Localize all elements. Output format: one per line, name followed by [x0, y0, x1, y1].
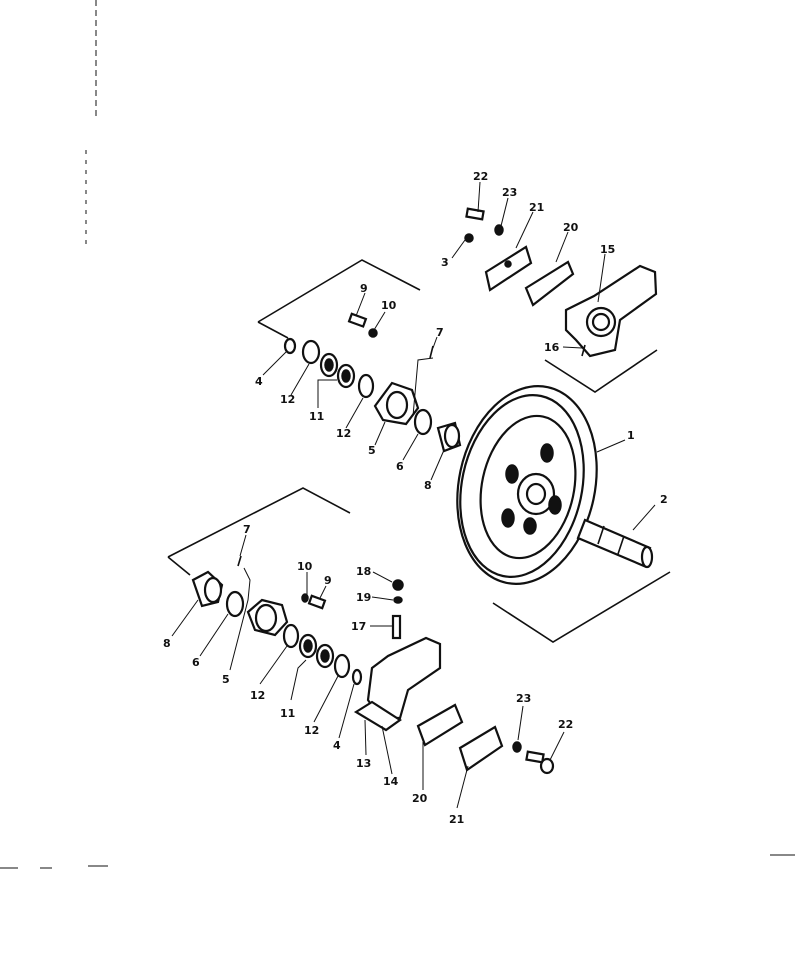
- upper-hub-group: [283, 312, 462, 453]
- label-part-8-top: 8: [424, 479, 432, 492]
- label-part-14: 14: [383, 775, 399, 788]
- label-part-21-top: 21: [529, 201, 544, 214]
- label-part-5-bottom: 5: [222, 673, 230, 686]
- label-part-10-bottom: 10: [297, 560, 313, 573]
- label-part-22-top: 22: [473, 170, 488, 183]
- leader-lines: [171, 181, 656, 809]
- lower-hub-group: [191, 555, 363, 686]
- label-part-21-bottom: 21: [449, 813, 464, 826]
- label-part-3: 3: [441, 256, 449, 269]
- label-part-9-top: 9: [360, 282, 368, 295]
- label-part-11-bottom: 11: [280, 707, 295, 720]
- label-part-4-top: 4: [255, 375, 263, 388]
- label-part-8-bottom: 8: [163, 637, 171, 650]
- lower-support-group: [353, 579, 555, 775]
- label-part-23-top: 23: [502, 186, 517, 199]
- upper-support-group: [464, 207, 658, 358]
- label-part-19: 19: [356, 591, 371, 604]
- label-part-5-top: 5: [368, 444, 376, 457]
- label-part-12-bottom-b: 12: [304, 724, 319, 737]
- label-part-20-bottom: 20: [412, 792, 428, 805]
- label-part-4-bottom: 4: [333, 739, 341, 752]
- scan-artifacts: [0, 0, 795, 869]
- label-part-18: 18: [356, 565, 371, 578]
- label-part-6-bottom: 6: [192, 656, 200, 669]
- label-part-10-top: 10: [381, 299, 397, 312]
- label-part-1: 1: [627, 429, 635, 442]
- label-part-7-top: 7: [436, 326, 444, 339]
- label-part-9-bottom: 9: [324, 574, 332, 587]
- label-part-23-bottom: 23: [516, 692, 531, 705]
- label-part-12-top-b: 12: [336, 427, 351, 440]
- assembly-brackets: [167, 259, 671, 643]
- part-labels: 22 23 21 20 15 3 16 1 2 9 10 7 4 12 11 1…: [163, 170, 668, 826]
- label-part-20-top: 20: [563, 221, 579, 234]
- label-part-15: 15: [600, 243, 615, 256]
- label-part-13: 13: [356, 757, 371, 770]
- label-part-17: 17: [351, 620, 366, 633]
- label-part-7-bottom: 7: [243, 523, 251, 536]
- label-part-11-top: 11: [309, 410, 324, 423]
- label-part-12-top-a: 12: [280, 393, 295, 406]
- label-part-6-top: 6: [396, 460, 404, 473]
- label-part-2: 2: [660, 493, 668, 506]
- label-part-16: 16: [544, 341, 560, 354]
- idler-shaft: [576, 518, 654, 569]
- label-part-22-bottom: 22: [558, 718, 573, 731]
- label-part-12-bottom-a: 12: [250, 689, 265, 702]
- idler-wheel: [456, 385, 598, 585]
